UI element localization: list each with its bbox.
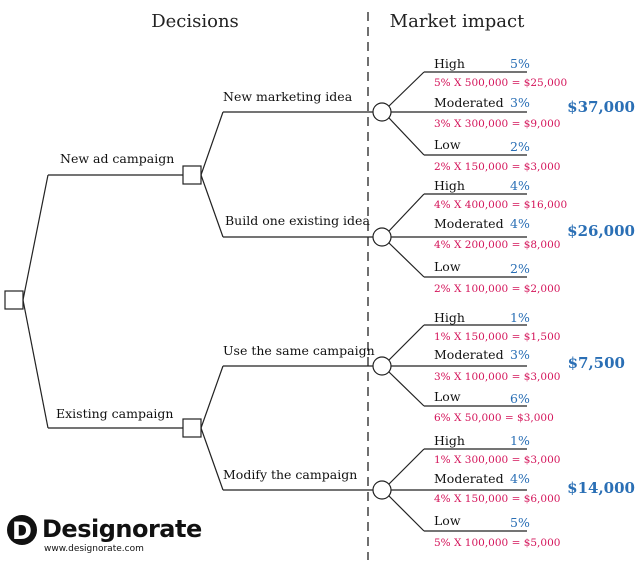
branch-label-new-ad-campaign: New ad campaign bbox=[60, 151, 174, 166]
root-decision-node bbox=[4, 290, 24, 310]
outcome-percent: 1% bbox=[510, 310, 530, 325]
branch-label-existing-campaign: Existing campaign bbox=[56, 406, 173, 421]
outcome-level-low: Low bbox=[434, 259, 461, 274]
outcome-level-moderated: Moderated bbox=[434, 471, 504, 486]
option-label-modify-the-campaign: Modify the campaign bbox=[223, 467, 357, 482]
outcome-percent: 3% bbox=[510, 347, 530, 362]
outcome-percent: 5% bbox=[510, 56, 530, 71]
outcome-level-high: High bbox=[434, 56, 465, 71]
outcome-group-modify-the-campaign: High 1% 1% X 300,000 = $3,000 Moderated … bbox=[388, 433, 635, 549]
outcome-percent: 1% bbox=[510, 433, 530, 448]
outcome-calc: 3% X 100,000 = $3,000 bbox=[434, 371, 560, 383]
outcome-calc: 4% X 400,000 = $16,000 bbox=[434, 199, 567, 211]
decision-node-new-ad-campaign bbox=[182, 165, 202, 185]
logo-letter: D bbox=[12, 517, 32, 545]
outcome-calc: 3% X 300,000 = $9,000 bbox=[434, 118, 560, 130]
outcome-level-moderated: Moderated bbox=[434, 95, 504, 110]
outcome-level-moderated: Moderated bbox=[434, 347, 504, 362]
outcome-level-moderated: Moderated bbox=[434, 216, 504, 231]
chance-node-new-marketing-idea bbox=[372, 102, 392, 122]
outcome-level-low: Low bbox=[434, 513, 461, 528]
outcome-group-use-the-same-campaign: High 1% 1% X 150,000 = $1,500 Moderated … bbox=[388, 310, 625, 424]
market-impact-header: Market impact bbox=[390, 11, 525, 32]
expected-value-total: $37,000 bbox=[567, 98, 635, 116]
decisions-header: Decisions bbox=[151, 11, 239, 32]
outcome-percent: 4% bbox=[510, 178, 530, 193]
outcome-calc: 1% X 300,000 = $3,000 bbox=[434, 454, 560, 466]
outcome-level-high: High bbox=[434, 310, 465, 325]
expected-value-total: $7,500 bbox=[568, 354, 625, 372]
edge-to-new-marketing-idea bbox=[200, 111, 224, 176]
outcome-calc: 2% X 150,000 = $3,000 bbox=[434, 161, 560, 173]
outcome-calc: 6% X 50,000 = $3,000 bbox=[434, 412, 554, 424]
outcome-percent: 3% bbox=[510, 95, 530, 110]
outcome-percent: 4% bbox=[510, 471, 530, 486]
outcome-percent: 6% bbox=[510, 391, 530, 406]
outcome-percent: 5% bbox=[510, 515, 530, 530]
outcome-level-low: Low bbox=[434, 389, 461, 404]
option-label-use-the-same-campaign: Use the same campaign bbox=[223, 343, 375, 358]
outcome-percent: 2% bbox=[510, 139, 530, 154]
option-label-new-marketing-idea: New marketing idea bbox=[223, 89, 353, 104]
chance-node-modify-the-campaign bbox=[372, 480, 392, 500]
outcome-calc: 5% X 100,000 = $5,000 bbox=[434, 537, 560, 549]
root-edge-lower bbox=[22, 299, 49, 429]
outcome-calc: 4% X 200,000 = $8,000 bbox=[434, 239, 560, 251]
decision-node-existing-campaign bbox=[182, 418, 202, 438]
edge-to-use-the-same-campaign bbox=[200, 365, 224, 429]
expected-value-total: $26,000 bbox=[567, 222, 635, 240]
logo-name: Designorate bbox=[42, 515, 202, 543]
outcome-percent: 2% bbox=[510, 261, 530, 276]
outcome-calc: 5% X 500,000 = $25,000 bbox=[434, 77, 567, 89]
outcome-calc: 4% X 150,000 = $6,000 bbox=[434, 493, 560, 505]
option-label-build-one-existing-idea: Build one existing idea bbox=[225, 213, 370, 228]
chance-node-use-the-same-campaign bbox=[372, 356, 392, 376]
edge-to-build-one-existing-idea bbox=[200, 174, 224, 238]
designorate-logo: D Designorate www.designorate.com bbox=[7, 515, 202, 554]
outcome-group-new-marketing-idea: High 5% 5% X 500,000 = $25,000 Moderated… bbox=[388, 56, 635, 173]
outcome-percent: 4% bbox=[510, 216, 530, 231]
expected-value-total: $14,000 bbox=[567, 479, 635, 497]
outcome-level-low: Low bbox=[434, 137, 461, 152]
edge-to-modify-the-campaign bbox=[200, 427, 224, 491]
outcome-level-high: High bbox=[434, 433, 465, 448]
outcome-calc: 2% X 100,000 = $2,000 bbox=[434, 283, 560, 295]
root-edge-upper bbox=[22, 174, 49, 301]
logo-url: www.designorate.com bbox=[44, 544, 144, 554]
outcome-level-high: High bbox=[434, 178, 465, 193]
outcome-calc: 1% X 150,000 = $1,500 bbox=[434, 331, 560, 343]
outcome-group-build-one-existing-idea: High 4% 4% X 400,000 = $16,000 Moderated… bbox=[388, 178, 635, 295]
chance-node-build-one-existing-idea bbox=[372, 227, 392, 247]
logo-mark-icon bbox=[7, 515, 37, 545]
